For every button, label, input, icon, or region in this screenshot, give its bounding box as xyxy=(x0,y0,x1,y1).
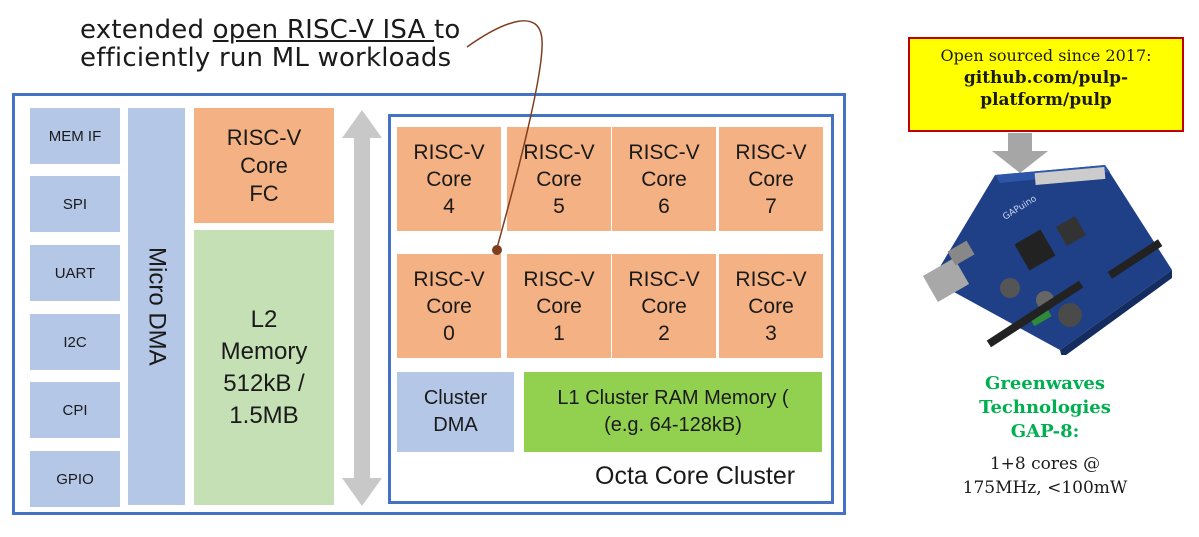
l2-memory-line: 1.5MB xyxy=(229,401,299,429)
peripheral-uart: UART xyxy=(30,245,120,301)
soc-box xyxy=(12,93,846,515)
peripheral-mem-if: MEM IF xyxy=(30,108,120,164)
micro-dma-label: Micro DMA xyxy=(143,247,171,366)
greenwaves-line: GAP-8: xyxy=(1010,421,1080,442)
repo-url-line: platform/pulp xyxy=(980,90,1112,110)
caption-text: extended xyxy=(80,15,213,45)
core-2: RISC-V Core 2 xyxy=(612,254,716,358)
core-label: RISC-V xyxy=(523,267,595,291)
core-number: 6 xyxy=(658,194,670,218)
greenwaves-specs: 1+8 cores @ 175MHz, <100mW xyxy=(900,452,1190,500)
peripheral-gpio: GPIO xyxy=(30,451,120,507)
l2-memory-line: 512kB / xyxy=(223,369,305,397)
core-number: 3 xyxy=(765,321,777,345)
fc-core-line: FC xyxy=(249,180,279,206)
bus-arrow-icon xyxy=(342,110,382,506)
cluster-dma-label: Cluster xyxy=(423,387,488,409)
core-number: 4 xyxy=(443,194,455,218)
l1-ram-block: L1 Cluster RAM Memory ( (e.g. 64-128kB) xyxy=(524,372,822,452)
spec-line: 1+8 cores @ xyxy=(989,454,1101,474)
core-number: 2 xyxy=(658,321,670,345)
peripheral-cpi: CPI xyxy=(30,382,120,438)
core-label: RISC-V xyxy=(413,140,485,164)
caption-line-1: extended open RISC-V ISA to xyxy=(80,16,461,44)
open-source-line: Open sourced since 2017: xyxy=(940,46,1152,65)
core-label: Core xyxy=(748,294,794,318)
core-label: Core xyxy=(641,294,687,318)
core-label: RISC-V xyxy=(523,140,595,164)
cluster-label: Octa Core Cluster xyxy=(595,462,796,490)
peripheral-label: I2C xyxy=(63,333,87,351)
caption-isa-link: open RISC-V ISA xyxy=(212,15,435,45)
core-label: RISC-V xyxy=(735,267,807,291)
core-0: RISC-V Core 0 xyxy=(397,254,501,358)
core-number: 1 xyxy=(553,321,565,345)
peripheral-label: GPIO xyxy=(56,470,94,488)
core-label: RISC-V xyxy=(735,140,807,164)
caption-line-2: efficiently run ML workloads xyxy=(80,43,452,73)
core-number: 0 xyxy=(443,321,455,345)
gapuino-board-image: GAPuino xyxy=(922,165,1172,355)
core-3: RISC-V Core 3 xyxy=(719,254,823,358)
core-5: RISC-V Core 5 xyxy=(507,127,611,231)
caption: extended open RISC-V ISA to efficiently … xyxy=(80,16,461,72)
greenwaves-line: Technologies xyxy=(979,397,1111,418)
peripheral-label: UART xyxy=(54,264,96,282)
core-label: Core xyxy=(536,167,582,191)
l2-memory-line: Memory xyxy=(220,337,308,365)
core-label: Core xyxy=(641,167,687,191)
core-number: 7 xyxy=(765,194,777,218)
down-arrow-icon xyxy=(992,133,1048,173)
l1-ram-label: (e.g. 64-128kB) xyxy=(604,414,742,436)
core-4: RISC-V Core 4 xyxy=(397,127,501,231)
core-label: Core xyxy=(748,167,794,191)
core-label: RISC-V xyxy=(413,267,485,291)
cluster-box xyxy=(388,114,834,504)
cluster-dma-label: DMA xyxy=(433,414,478,436)
core-label: RISC-V xyxy=(628,140,700,164)
greenwaves-line: Greenwaves xyxy=(984,373,1106,394)
peripheral-i2c: I2C xyxy=(30,314,120,370)
core-7: RISC-V Core 7 xyxy=(719,127,823,231)
l2-memory-line: L2 xyxy=(250,305,278,333)
greenwaves-title: Greenwaves Technologies GAP-8: xyxy=(900,372,1190,444)
l1-ram-label: L1 Cluster RAM Memory ( xyxy=(557,387,789,409)
peripheral-label: MEM IF xyxy=(48,127,102,145)
core-label: RISC-V xyxy=(628,267,700,291)
open-source-box: Open sourced since 2017: github.com/pulp… xyxy=(908,37,1184,132)
core-label: Core xyxy=(426,167,472,191)
peripheral-label: SPI xyxy=(62,195,88,213)
micro-dma-block: Micro DMA xyxy=(128,108,185,505)
spec-line: 175MHz, <100mW xyxy=(962,478,1128,498)
core-1: RISC-V Core 1 xyxy=(507,254,611,358)
fc-core-line: Core xyxy=(240,152,288,178)
core-number: 5 xyxy=(553,194,565,218)
core-6: RISC-V Core 6 xyxy=(612,127,716,231)
peripheral-label: CPI xyxy=(62,401,88,419)
fc-core-line: RISC-V xyxy=(226,124,302,150)
l2-memory-block: L2 Memory 512kB / 1.5MB xyxy=(194,230,334,505)
core-label: Core xyxy=(426,294,472,318)
repo-url-line: github.com/pulp- xyxy=(963,68,1129,88)
core-label: Core xyxy=(536,294,582,318)
caption-text-end: to xyxy=(434,15,461,45)
fc-core-block: RISC-V Core FC xyxy=(194,108,334,223)
peripheral-spi: SPI xyxy=(30,176,120,232)
